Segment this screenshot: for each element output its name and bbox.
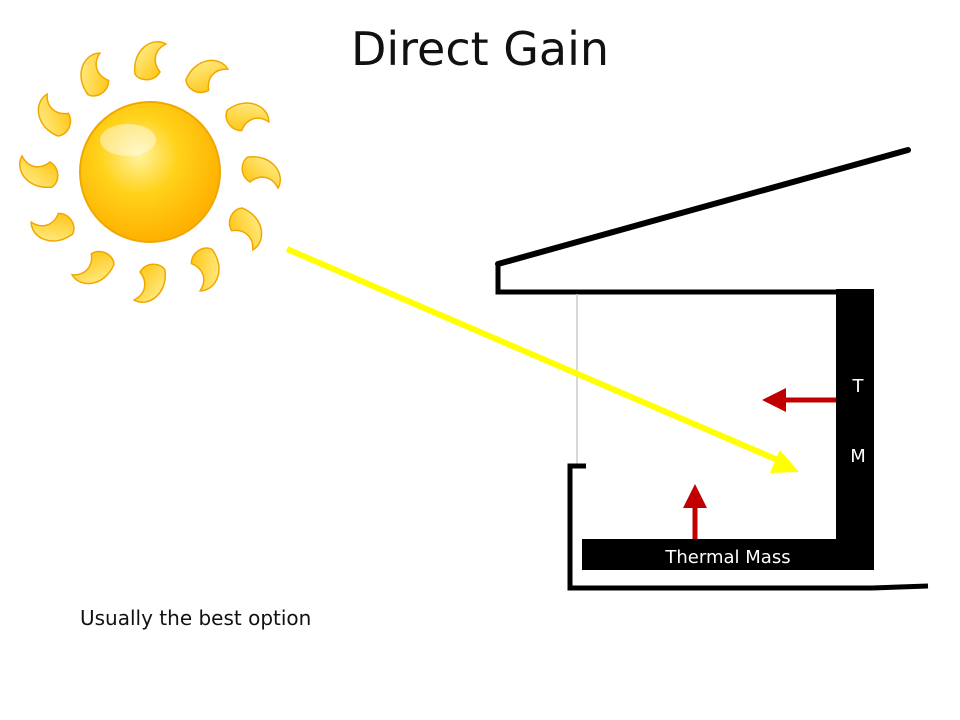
sun-petal: [30, 212, 75, 242]
sun-petal: [241, 156, 281, 190]
sun-petal: [185, 59, 230, 94]
thermal-mass-wall: [836, 289, 874, 570]
sun-highlight: [100, 124, 156, 156]
roof-line: [495, 147, 911, 267]
ground-line: [871, 583, 929, 591]
caption-text: Usually the best option: [80, 606, 312, 630]
page-title: Direct Gain: [350, 22, 610, 76]
sun-petal: [132, 263, 166, 303]
roof-eave: [495, 264, 838, 295]
sun-petal: [70, 250, 115, 285]
heat-arrow-wall-head: [762, 388, 786, 412]
thermal-mass-label: Thermal Mass: [664, 547, 790, 568]
sun-core: [79, 101, 221, 243]
sun-ray-line: [285, 246, 782, 464]
sun-petal: [225, 102, 270, 132]
thermal-mass-floor: [582, 539, 874, 570]
wall-letter-m: M: [850, 446, 866, 467]
window-frame: [567, 463, 872, 591]
heat-arrow-floor-head: [683, 484, 707, 508]
sun-icon: [19, 41, 281, 303]
sun-petal: [19, 154, 59, 188]
sun-petal: [228, 207, 263, 252]
sun-petal: [190, 247, 220, 292]
sun-petals: [19, 41, 281, 303]
wall-letter-t: T: [852, 376, 865, 397]
sun-ray-arrowhead: [770, 450, 799, 473]
sun-petal: [37, 92, 72, 137]
sun-petal: [134, 41, 168, 81]
sun-petal: [80, 52, 110, 97]
